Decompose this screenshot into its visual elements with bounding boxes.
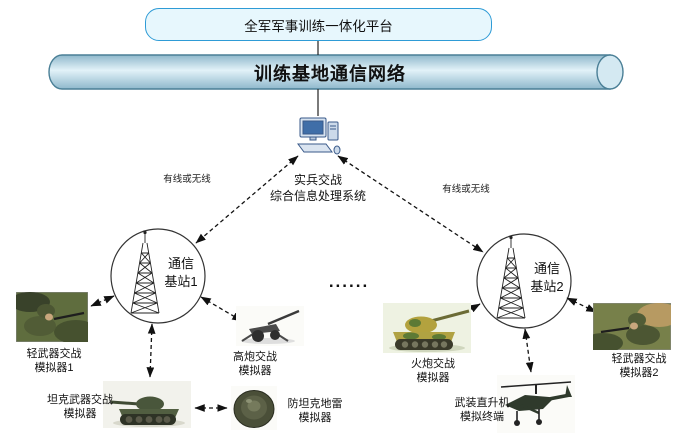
arrow-processor-station1 xyxy=(195,155,299,244)
station1-label: 通信 基站1 xyxy=(164,256,198,289)
network-pipe-shape xyxy=(48,54,624,90)
label-helicopter-terminal: 武装直升机 模拟终端 xyxy=(454,397,510,424)
network-pipe-label: 训练基地通信网络 xyxy=(254,64,406,84)
label-tank-weapon-sim: 坦克武器交战 模拟器 xyxy=(47,394,113,421)
anti-tank-mine-photo xyxy=(231,386,277,430)
label-light-weapon-sim-1: 轻武器交战 模拟器1 xyxy=(26,348,82,375)
arrow-processor-station2 xyxy=(337,155,484,253)
station1-circle xyxy=(110,228,206,324)
link-label-right: 有线或无线 xyxy=(442,184,490,195)
tank-photo xyxy=(103,381,191,428)
attack-helicopter-photo xyxy=(497,375,575,433)
arrow-station2-light2 xyxy=(566,297,597,313)
arrow-station1-aa-gun xyxy=(200,296,243,322)
arrow-station1-light1 xyxy=(90,295,115,307)
platform-label: 全军军事训练一体化平台 xyxy=(244,18,393,34)
processor-label: 实兵交战 综合信息处理系统 xyxy=(269,173,366,204)
label-artillery-sim: 火炮交战 模拟器 xyxy=(411,358,455,385)
link-label-left: 有线或无线 xyxy=(163,174,211,185)
camo-artillery-tank-photo xyxy=(383,303,471,353)
station2-label: 通信 基站2 xyxy=(530,261,564,294)
label-light-weapon-sim-2: 轻武器交战 模拟器2 xyxy=(611,353,667,380)
ellipsis-more-stations: ...... xyxy=(328,272,370,291)
station2-circle xyxy=(476,233,572,329)
label-aa-gun-sim: 高炮交战 模拟器 xyxy=(233,351,277,378)
arrow-station2-helicopter xyxy=(522,328,534,373)
soldier-photo-1 xyxy=(16,292,88,342)
anti-aircraft-gun-photo xyxy=(236,306,304,346)
soldier-photo-2 xyxy=(593,303,671,350)
label-anti-tank-mine-sim: 防坦克地雷 模拟器 xyxy=(287,398,343,425)
desktop-computer-icon xyxy=(297,117,341,155)
arrow-station1-tank xyxy=(146,323,156,378)
platform-box: 全军军事训练一体化平台 xyxy=(145,8,492,41)
